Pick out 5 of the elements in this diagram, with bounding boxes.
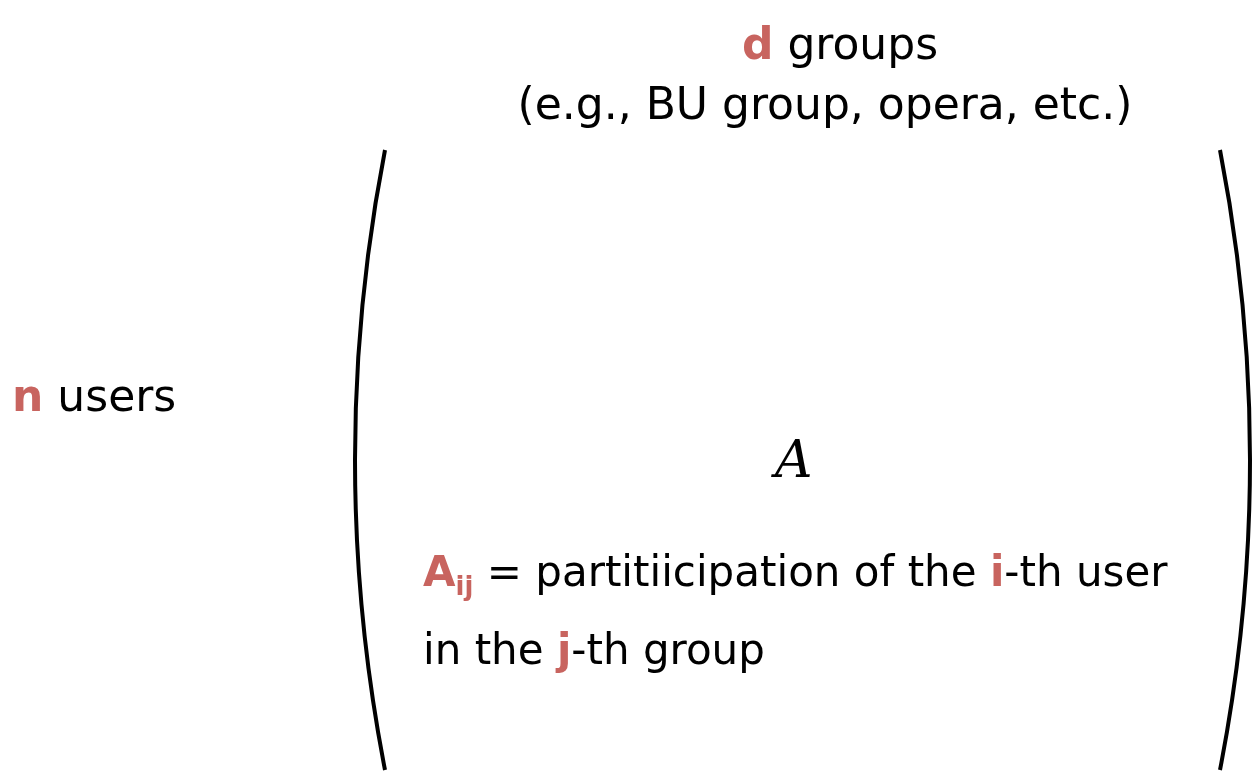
matrix <box>355 148 1250 772</box>
definition-text: A$_{ij}$ = partitiicipation of the i-th user in the j-th group <box>423 546 1169 677</box>
axis-label: (e.g., BU group, opera, etc.) <box>517 78 1133 131</box>
axis-label: n users <box>12 370 177 423</box>
axis-label: d groups <box>741 18 939 71</box>
